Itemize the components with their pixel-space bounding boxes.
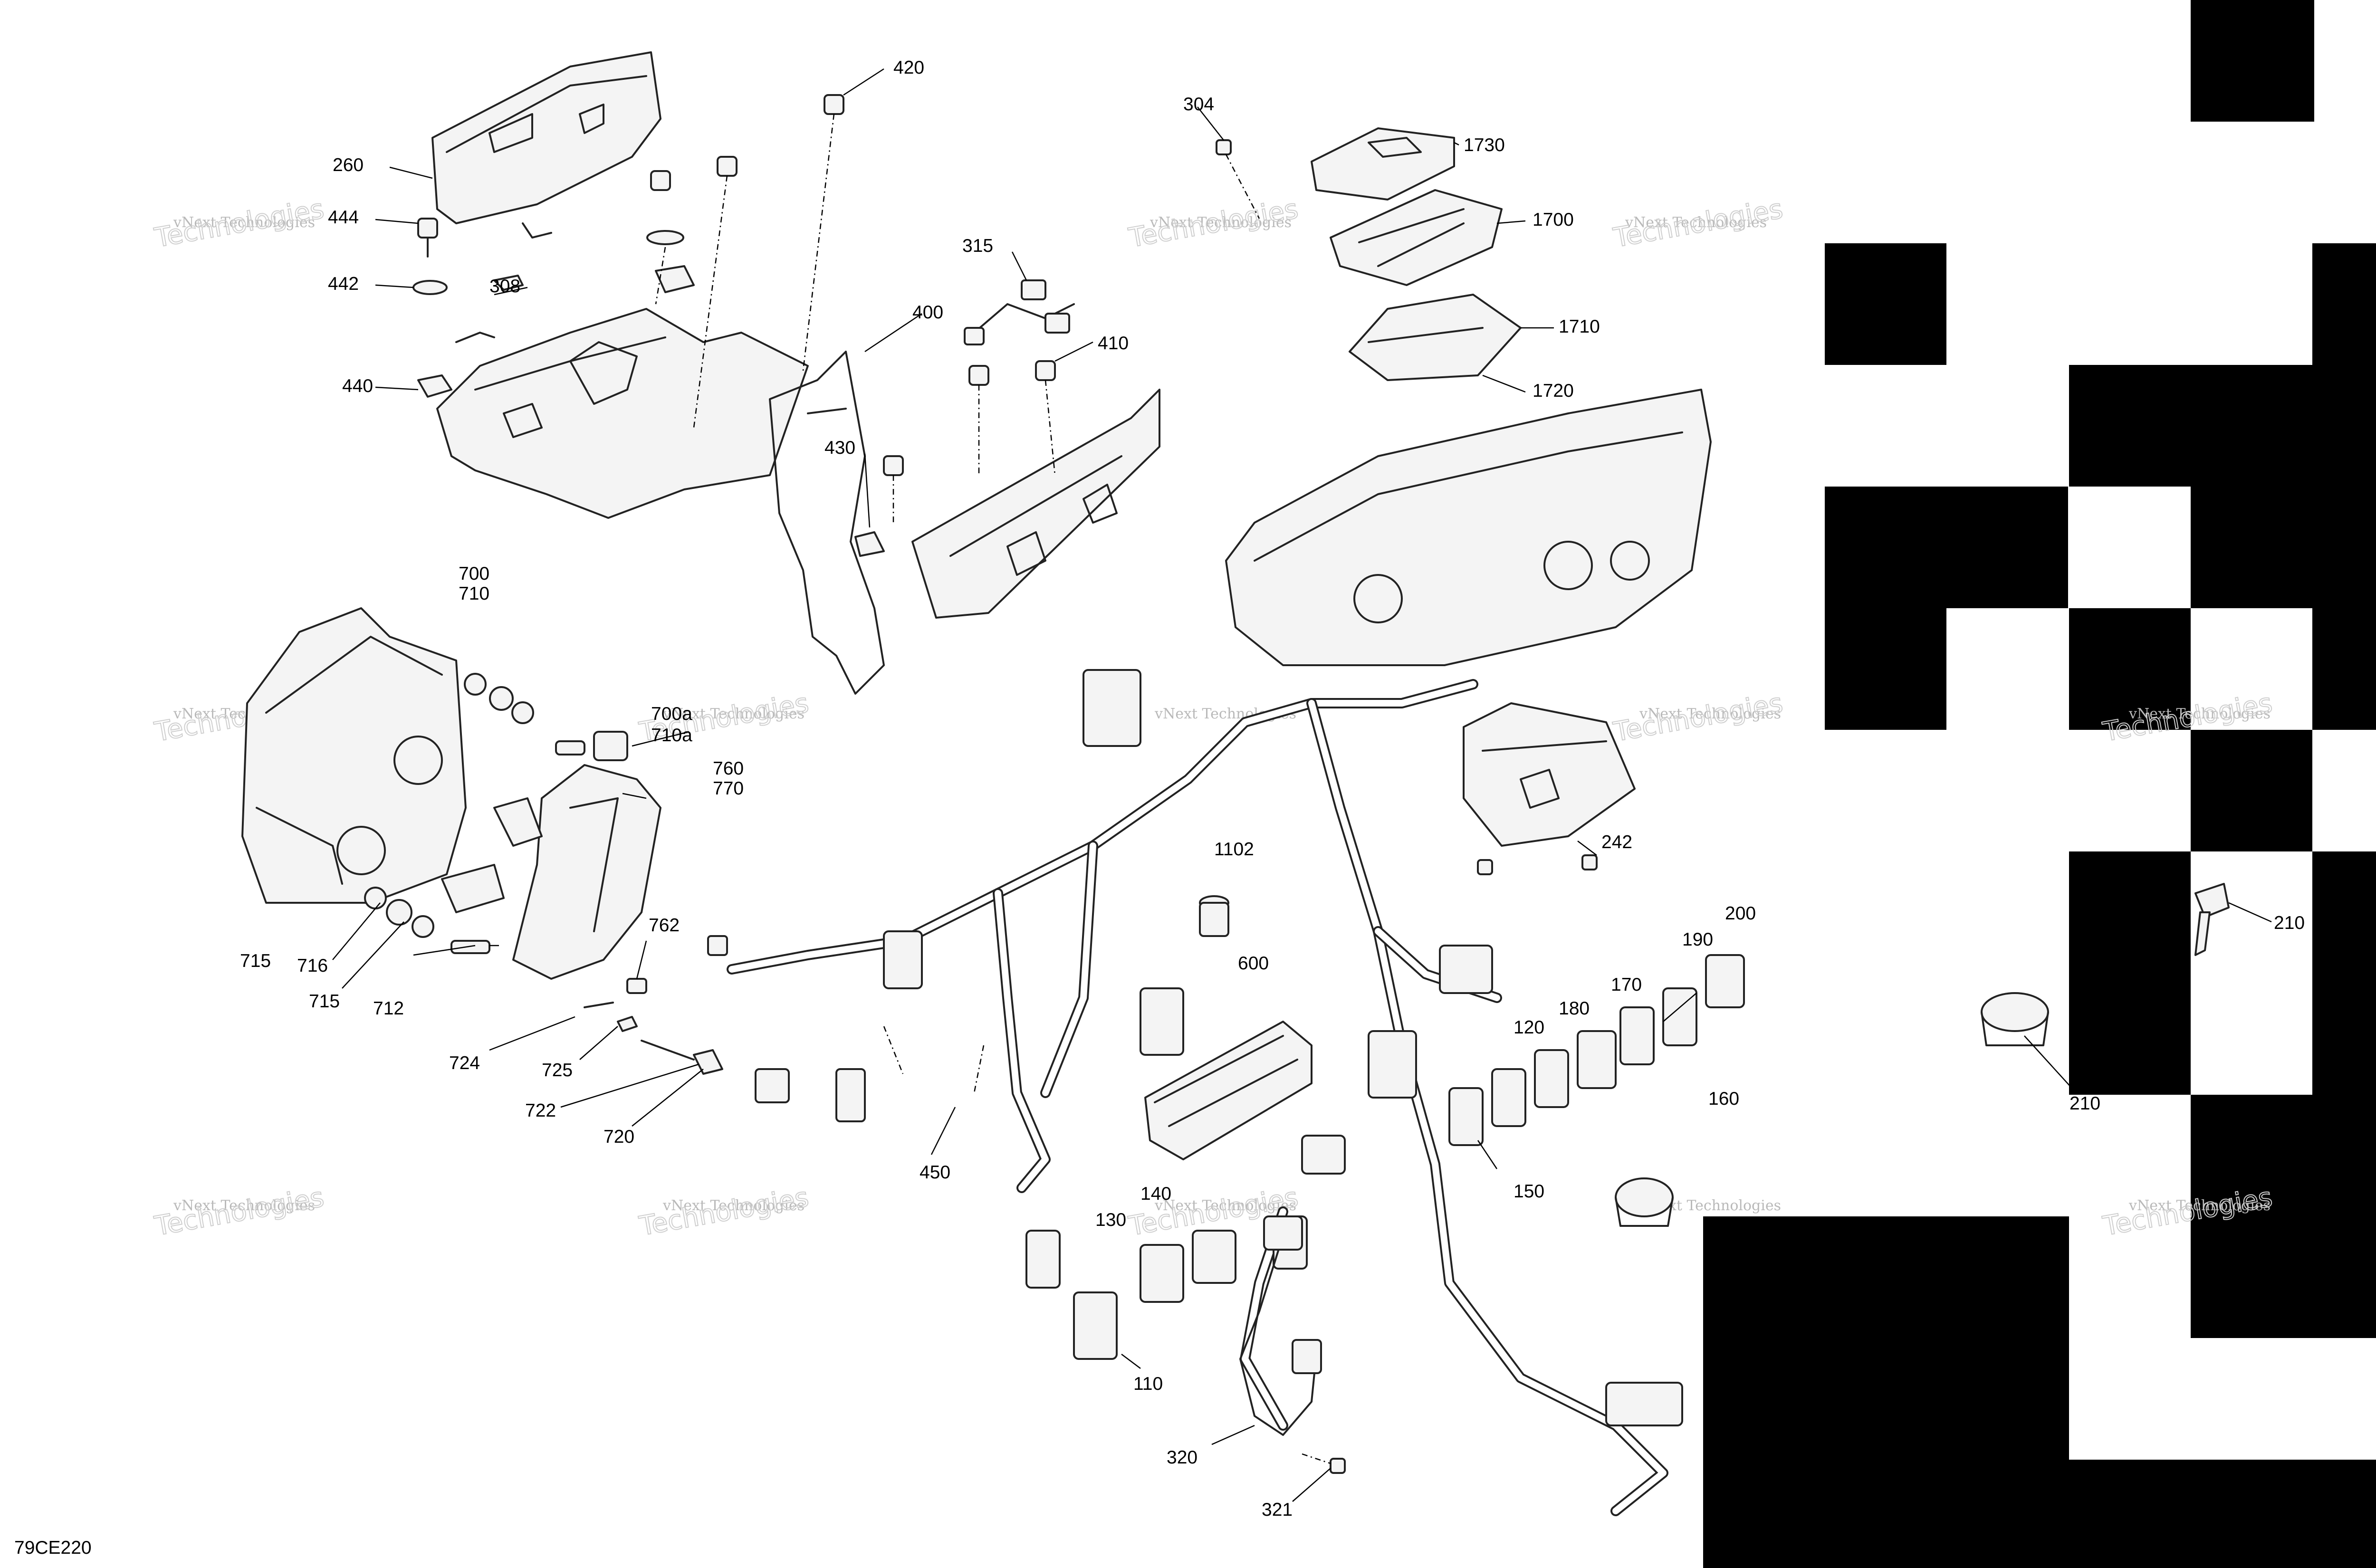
svg-text:vNext Technologies: vNext Technologies xyxy=(2128,706,2271,722)
svg-text:vNext Technologies: vNext Technologies xyxy=(173,1197,315,1214)
callout-130: 130 xyxy=(1095,1210,1126,1230)
adjuster-720 xyxy=(441,797,723,1075)
switch-cluster xyxy=(1073,954,1745,1360)
callout-770: 770 xyxy=(713,778,744,799)
callout-160: 160 xyxy=(1708,1089,1739,1109)
socket-12v xyxy=(1615,1177,1674,1227)
callout-321: 321 xyxy=(1262,1500,1293,1520)
callout-710: 710 xyxy=(459,583,489,604)
callout-760: 760 xyxy=(713,758,744,779)
bracket-760 xyxy=(512,731,661,980)
callout-120: 120 xyxy=(1514,1017,1544,1038)
callout-712: 712 xyxy=(373,998,404,1019)
key-210 xyxy=(2194,883,2230,956)
callout-315: 315 xyxy=(962,236,993,256)
callout-716: 716 xyxy=(297,956,328,976)
connector-315 xyxy=(964,279,1075,345)
diagram-code: 79CE220 xyxy=(14,1538,92,1558)
callout-304: 304 xyxy=(1183,94,1214,115)
callout-210-key: 210 xyxy=(2274,913,2305,933)
svg-text:Technologies: Technologies xyxy=(637,1182,811,1242)
svg-text:vNext Technologies: vNext Technologies xyxy=(1150,214,1292,231)
callout-1102: 1102 xyxy=(1214,839,1254,860)
callout-450: 450 xyxy=(920,1162,950,1183)
callout-1710: 1710 xyxy=(1559,316,1600,337)
callout-400: 400 xyxy=(912,302,943,323)
svg-text:vNext Technologies: vNext Technologies xyxy=(662,706,805,722)
headlight-700 xyxy=(241,607,467,904)
cover-260 xyxy=(431,51,661,239)
module-1700 xyxy=(1216,127,1522,381)
callout-labels: 260 444 442 308 440 420 400 430 304 1730… xyxy=(14,57,2305,1558)
callout-260: 260 xyxy=(333,155,364,175)
dash-frame xyxy=(1225,389,1712,666)
callout-1720: 1720 xyxy=(1533,381,1574,401)
callout-320: 320 xyxy=(1167,1447,1198,1468)
callout-720: 720 xyxy=(604,1127,634,1147)
fasteners-top xyxy=(412,94,844,398)
bracket-400 xyxy=(436,308,885,695)
callout-200: 200 xyxy=(1725,903,1756,924)
callout-725: 725 xyxy=(542,1060,573,1080)
callout-210-ignition: 210 xyxy=(2069,1093,2100,1114)
callout-762: 762 xyxy=(649,915,680,936)
callout-1730: 1730 xyxy=(1464,135,1505,155)
headlight-hardware xyxy=(364,673,585,954)
svg-text:vNext Technologies: vNext Technologies xyxy=(662,1197,805,1214)
svg-text:Technologies: Technologies xyxy=(1611,193,1785,254)
callout-1700: 1700 xyxy=(1533,210,1574,230)
bracket-242 xyxy=(1463,702,1636,875)
callout-715-b: 715 xyxy=(309,991,340,1012)
callout-170: 170 xyxy=(1611,975,1642,995)
callout-430: 430 xyxy=(824,438,855,458)
callout-190: 190 xyxy=(1682,929,1713,950)
callout-308: 308 xyxy=(489,276,520,296)
svg-text:Technologies: Technologies xyxy=(152,193,326,254)
callout-600: 600 xyxy=(1238,953,1269,974)
callout-444: 444 xyxy=(328,207,359,228)
callout-724: 724 xyxy=(449,1053,480,1073)
leader-lines xyxy=(332,68,2272,1502)
callout-700a: 700a xyxy=(651,704,692,724)
harness-connectors xyxy=(707,669,1683,1426)
svg-text:vNext Technologies: vNext Technologies xyxy=(173,214,315,231)
qr-code-pattern xyxy=(1703,0,2376,1568)
callout-420: 420 xyxy=(893,57,924,78)
cable-320 xyxy=(1239,1215,1346,1474)
callout-110: 110 xyxy=(1133,1374,1163,1394)
callout-440: 440 xyxy=(342,376,373,396)
svg-text:Technologies: Technologies xyxy=(152,1182,326,1242)
dashed-assembly-lines xyxy=(655,114,1331,1464)
ecu-600 xyxy=(1144,1021,1313,1160)
callout-410: 410 xyxy=(1098,333,1129,354)
ignition-210 xyxy=(1981,992,2049,1046)
callout-722: 722 xyxy=(525,1100,556,1121)
svg-text:vNext Technologies: vNext Technologies xyxy=(1625,214,1767,231)
svg-text:Technologies: Technologies xyxy=(1126,193,1301,254)
svg-text:vNext Technologies: vNext Technologies xyxy=(1639,706,1781,722)
callout-150: 150 xyxy=(1514,1181,1544,1202)
svg-text:Technologies: Technologies xyxy=(1611,688,1785,748)
key-switch-1102 xyxy=(1199,895,1229,937)
callout-242: 242 xyxy=(1601,832,1632,852)
callout-715-a: 715 xyxy=(240,951,271,971)
panel-410 xyxy=(854,360,1160,619)
callout-442: 442 xyxy=(328,274,359,294)
svg-text:vNext Technologies: vNext Technologies xyxy=(2128,1197,2271,1214)
callout-140: 140 xyxy=(1140,1184,1171,1204)
callout-700: 700 xyxy=(459,564,489,584)
callout-710a: 710a xyxy=(651,725,692,746)
callout-180: 180 xyxy=(1559,998,1590,1019)
svg-text:vNext Technologies: vNext Technologies xyxy=(1154,1197,1296,1214)
